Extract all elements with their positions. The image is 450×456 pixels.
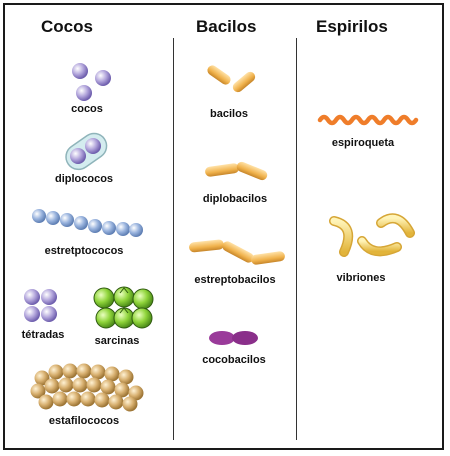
label-diplobacilos: diplobacilos	[202, 193, 268, 205]
estretptococos-illustration	[32, 209, 143, 237]
bacilos-illustration	[207, 65, 256, 93]
sarcinas-illustration	[93, 286, 154, 329]
label-tetradas: tétradas	[21, 329, 65, 341]
label-estreptobacilos: estreptobacilos	[194, 274, 276, 286]
label-sarcinas: sarcinas	[94, 335, 140, 347]
diplobacilos-illustration	[205, 161, 268, 181]
label-cocos: cocos	[71, 103, 103, 115]
label-vibriones: vibriones	[336, 272, 386, 284]
label-bacilos: bacilos	[210, 108, 248, 120]
estreptobacilos-illustration	[189, 239, 285, 265]
column-title-bacilos: Bacilos	[196, 17, 257, 36]
column-title-cocos: Cocos	[41, 17, 93, 36]
cocos-illustration	[72, 63, 111, 101]
column-divider-right	[296, 38, 297, 440]
column-title-espirilos: Espirilos	[316, 17, 388, 36]
tetradas-illustration	[24, 289, 57, 322]
vibriones-illustration	[329, 213, 415, 257]
cocobacilos-illustration	[209, 331, 258, 345]
diagram-frame	[3, 3, 444, 450]
label-estretptococos: estretptococos	[44, 245, 124, 257]
label-estafilococos: estafilococos	[48, 415, 120, 427]
column-divider-left	[173, 38, 174, 440]
label-cocobacilos: cocobacilos	[202, 354, 266, 366]
label-diplococos: diplococos	[54, 173, 114, 185]
estafilococos-illustration	[30, 363, 144, 412]
espiroqueta-illustration	[317, 114, 419, 126]
diplococos-illustration	[65, 132, 108, 171]
label-espiroqueta: espiroqueta	[331, 137, 395, 149]
